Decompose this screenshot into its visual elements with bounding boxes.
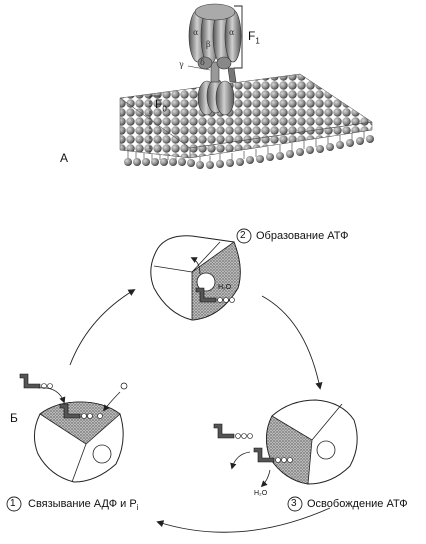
atp-molecule-icon [195, 287, 235, 303]
step-3-number: 3 [291, 498, 297, 509]
delta-label: δ [200, 58, 205, 67]
membrane-bilayer [119, 73, 374, 169]
panel-label-b: Б [10, 411, 18, 425]
enzyme-state-3 [266, 399, 358, 485]
alpha-label-right: α [229, 28, 235, 37]
gamma-label: γ [179, 60, 184, 69]
panel-label-a: А [60, 151, 69, 165]
gamma-stalk [210, 61, 220, 83]
beta-label: β [206, 40, 211, 49]
step-3-label: Освобождение АТФ [307, 498, 408, 510]
step-1-label: Связывание АДФ и Рi [28, 498, 139, 513]
h2o-label-top: H₂O [218, 284, 232, 291]
step-1-number: 1 [10, 498, 16, 509]
f0-label: F0 [155, 97, 167, 114]
step-2-label: Образование АТФ [256, 230, 349, 242]
step-2-marker [236, 228, 252, 244]
adp-bound-icon [59, 403, 103, 419]
atp-released-icon [213, 423, 253, 439]
f1-bracket [234, 5, 243, 69]
step-1-marker [6, 496, 22, 512]
step-2-number: 2 [240, 230, 246, 241]
enzyme-state-1 [34, 401, 124, 483]
atp-forming-icon [253, 447, 293, 463]
f0-ring [197, 78, 235, 116]
enzyme-state-2 [150, 235, 241, 321]
alpha-label-left: α [193, 28, 199, 37]
h2o-label-bottom: H₂O [254, 490, 268, 497]
f1-label: F1 [248, 29, 260, 46]
phosphate-icon [120, 382, 128, 390]
cycle-arrows [69, 289, 331, 533]
f1-head [188, 3, 242, 70]
step-3-marker [287, 496, 303, 512]
adp-molecule-icon [19, 373, 53, 389]
